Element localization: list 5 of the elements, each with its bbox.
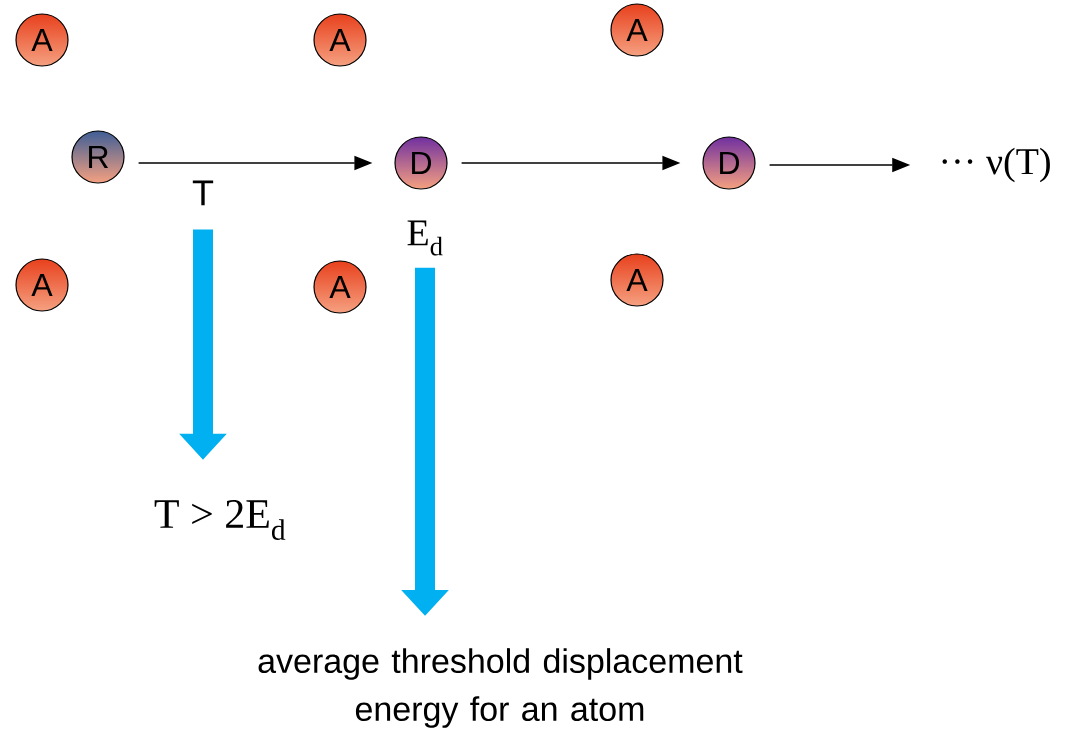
formula-text: T > 2E$_{d}$ xyxy=(154,500,286,540)
formula-text: ··· ν(T) xyxy=(942,147,1050,183)
symbol-label: T xyxy=(192,180,214,206)
caption-text: average threshold displacement energy for an atom xyxy=(258,648,743,728)
formula-text: E$_{d}$ xyxy=(407,220,443,256)
